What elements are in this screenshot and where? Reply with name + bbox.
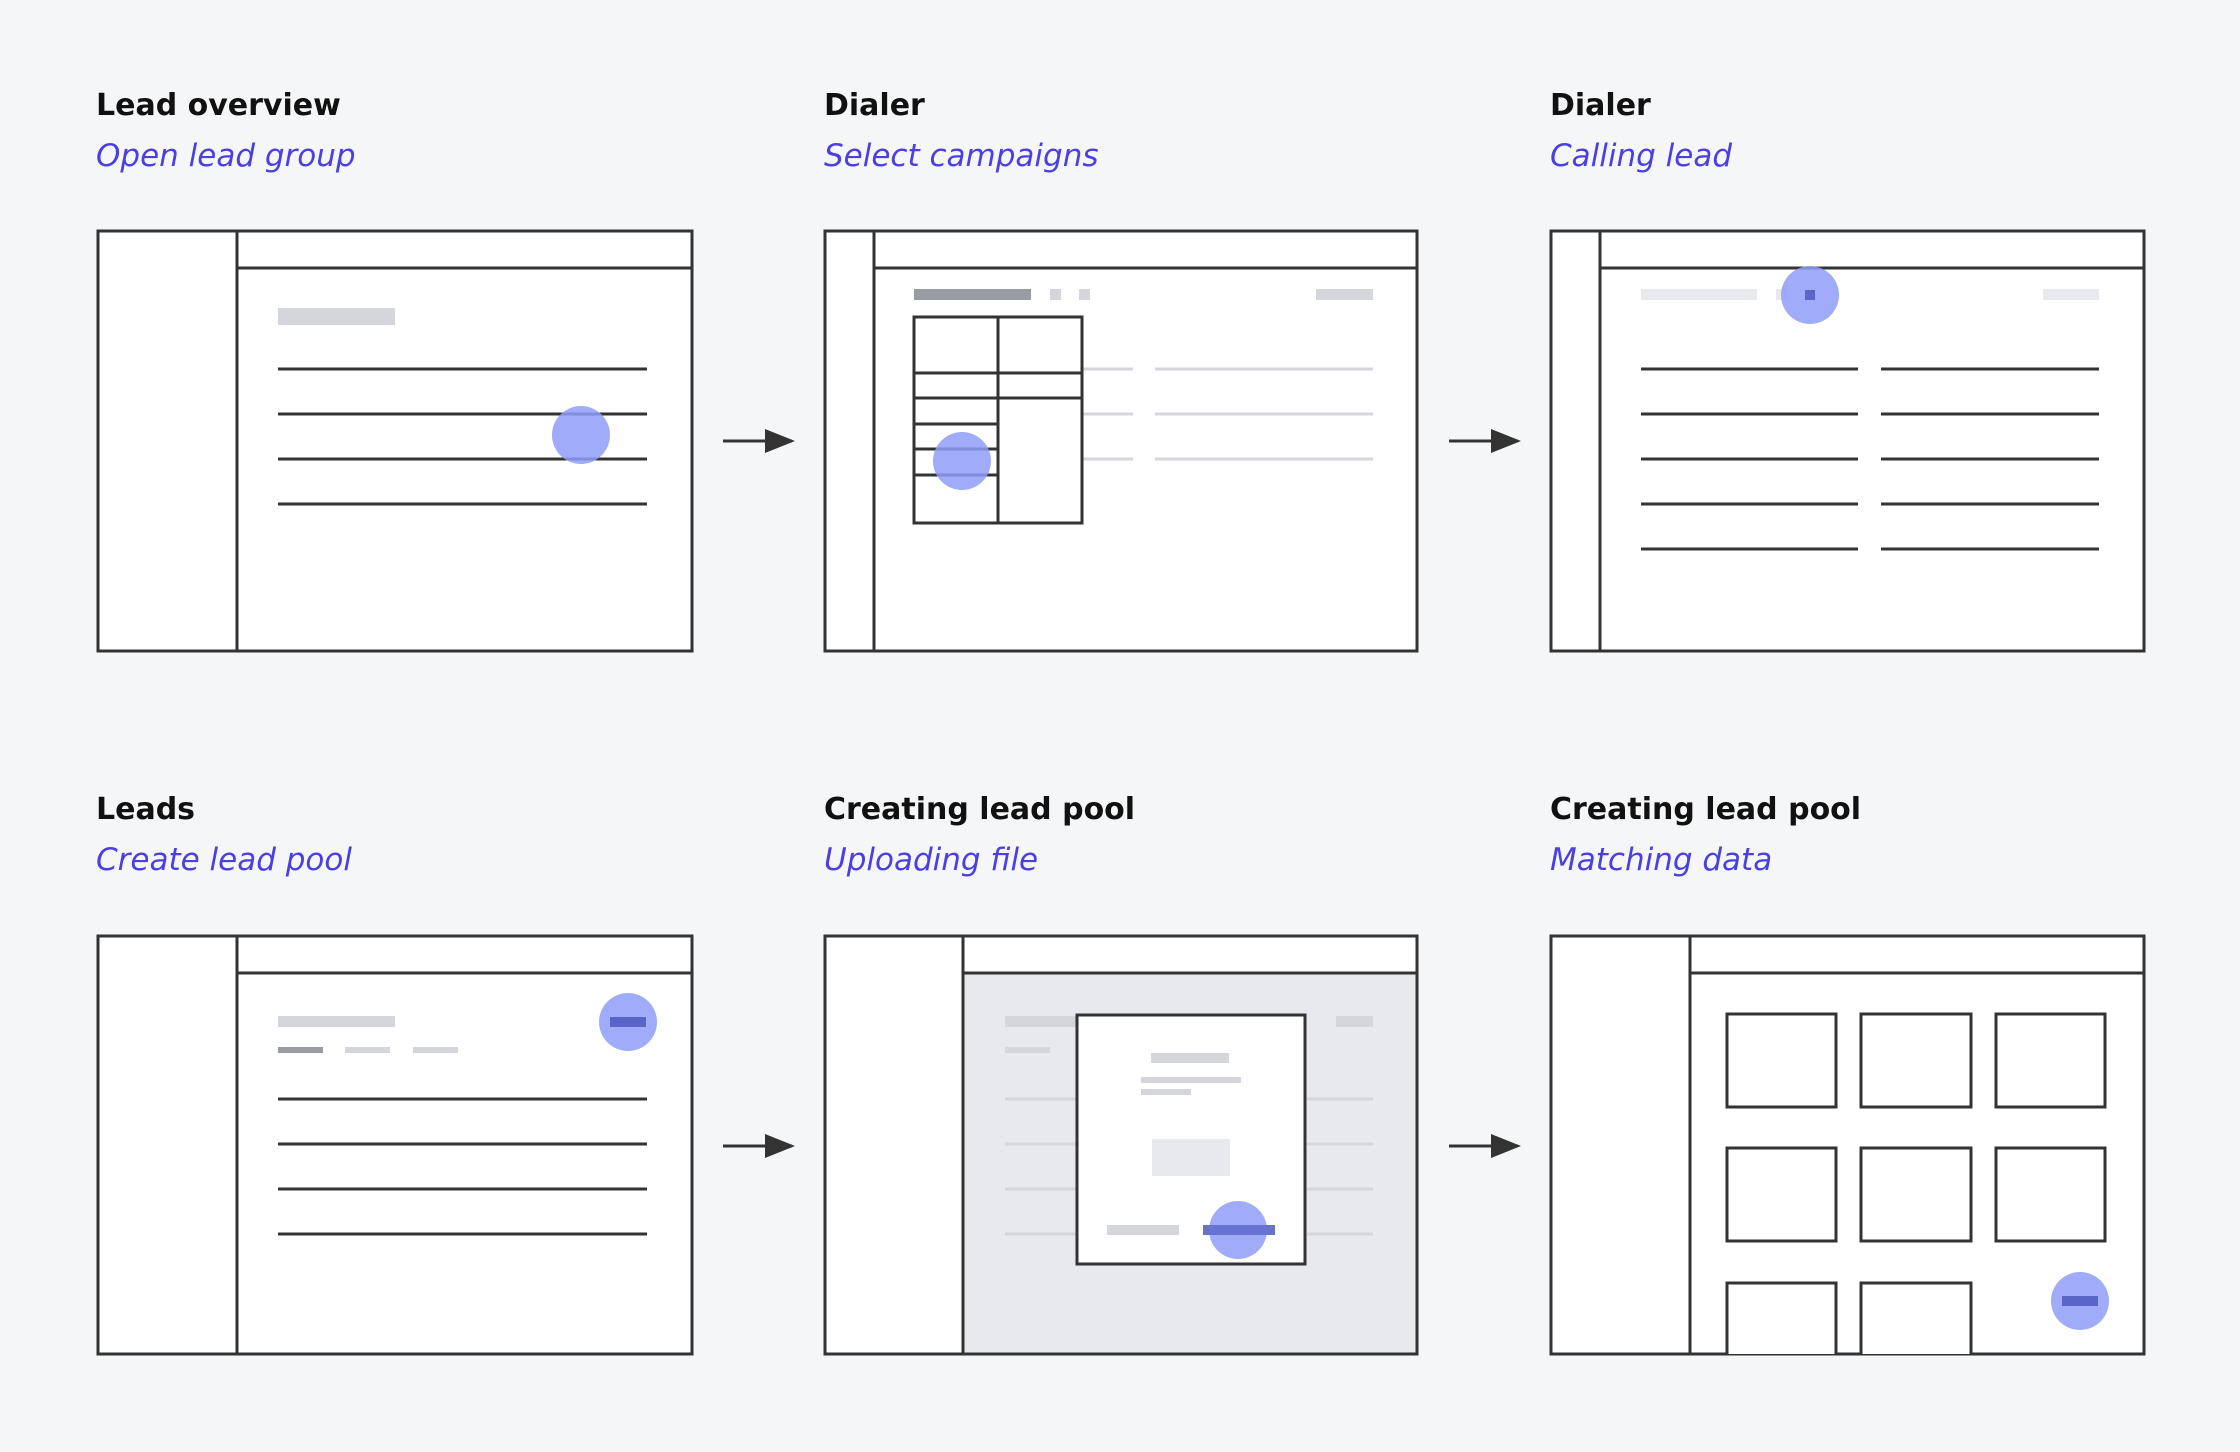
step-1-screen xyxy=(96,229,694,653)
create-button-placeholder xyxy=(610,1017,646,1027)
step-5-title: Creating lead pool xyxy=(824,792,1136,827)
step-6-screen xyxy=(1549,934,2146,1356)
step-3-screen xyxy=(1549,229,2146,653)
upload-modal xyxy=(1075,1013,1307,1266)
campaign-selector xyxy=(912,315,1084,525)
step-6-action: Matching data xyxy=(1550,842,1773,878)
tap-indicator-icon xyxy=(552,406,610,464)
confirm-button-placeholder xyxy=(2062,1296,2098,1306)
step-1-title: Lead overview xyxy=(96,88,341,123)
field-cards xyxy=(1725,1012,2107,1354)
step-2-action: Select campaigns xyxy=(824,138,1099,174)
step-6-title: Creating lead pool xyxy=(1550,792,1862,827)
call-button-placeholder xyxy=(1805,290,1815,300)
tap-indicator-icon xyxy=(933,432,991,490)
step-3-action: Calling lead xyxy=(1550,138,1733,174)
step-4-title: Leads xyxy=(96,792,196,827)
step-4-screen xyxy=(96,934,694,1356)
step-3-title: Dialer xyxy=(1550,88,1651,123)
step-5-screen xyxy=(823,934,1419,1356)
page-heading-placeholder xyxy=(278,308,395,325)
step-4-action: Create lead pool xyxy=(96,842,352,878)
step-2-title: Dialer xyxy=(824,88,925,123)
step-5-action: Uploading file xyxy=(824,842,1039,878)
step-2-screen xyxy=(823,229,1419,653)
step-1-action: Open lead group xyxy=(96,138,356,174)
file-dropzone xyxy=(1152,1139,1230,1176)
